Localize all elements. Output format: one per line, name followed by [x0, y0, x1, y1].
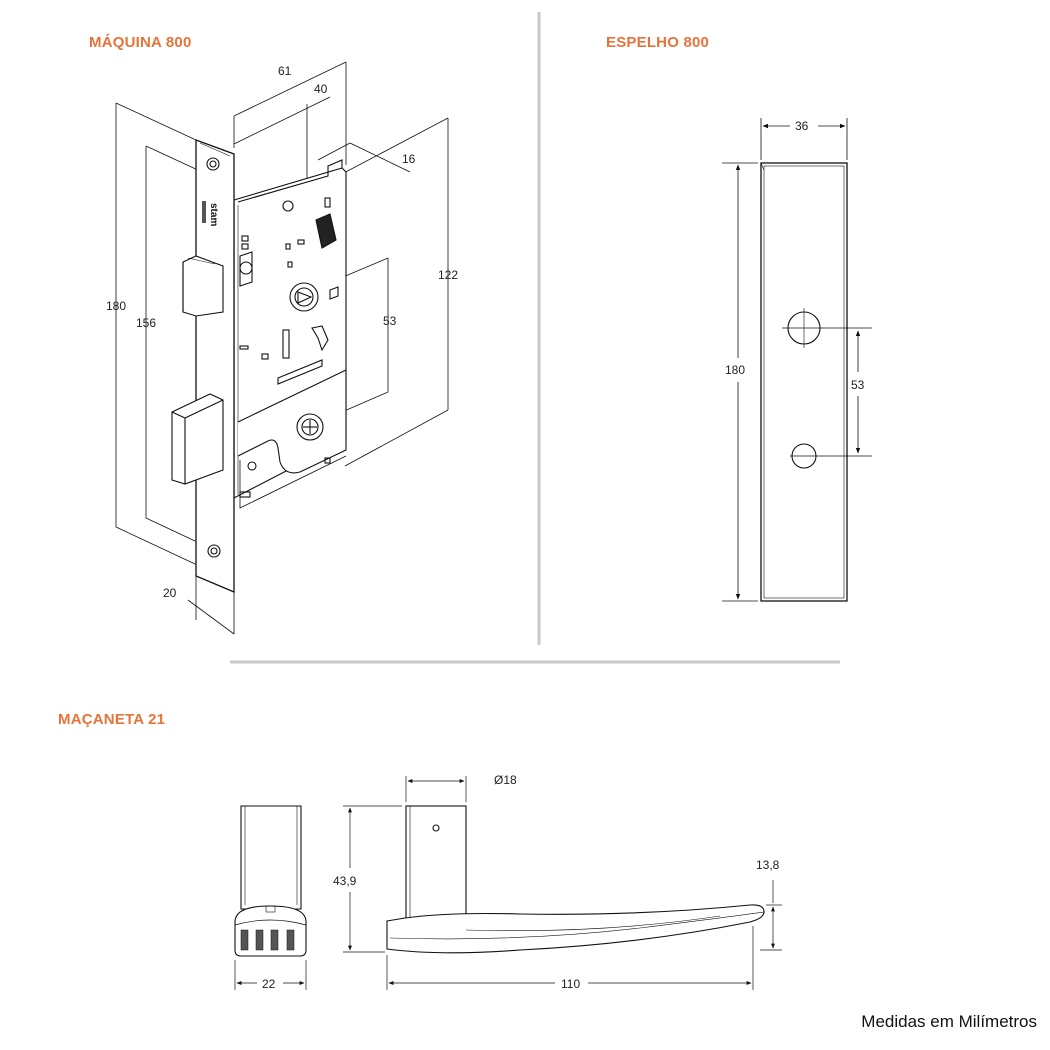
section-title-macaneta: MAÇANETA 21	[58, 711, 166, 728]
dim-110: 110	[561, 977, 580, 991]
dim-156: 156	[136, 316, 156, 330]
handle-end-view	[234, 805, 307, 990]
dim-16: 16	[402, 152, 416, 166]
dim-36: 36	[795, 119, 809, 133]
dim-22: 22	[262, 977, 276, 991]
dim-53: 53	[383, 314, 397, 328]
escutcheon-drawing	[722, 118, 872, 602]
brand-subtext	[202, 201, 206, 223]
section-title-espelho: ESPELHO 800	[606, 34, 710, 51]
dim-diameter-18: Ø18	[494, 773, 517, 787]
dim-espelho-53: 53	[851, 378, 865, 392]
dim-20: 20	[163, 586, 177, 600]
dim-40: 40	[314, 82, 328, 96]
dim-43-9: 43,9	[333, 874, 357, 888]
section-title-maquina: MÁQUINA 800	[89, 34, 192, 51]
lock-body-drawing	[115, 61, 449, 635]
dim-180: 180	[106, 299, 126, 313]
dim-espelho-180: 180	[725, 363, 745, 377]
dim-122: 122	[438, 268, 458, 282]
units-footer: Medidas em Milímetros	[861, 1012, 1037, 1031]
handle-side-view	[343, 776, 782, 990]
dim-61: 61	[278, 64, 292, 78]
dim-13-8: 13,8	[756, 858, 780, 872]
brand-engraving: stam	[208, 203, 219, 226]
